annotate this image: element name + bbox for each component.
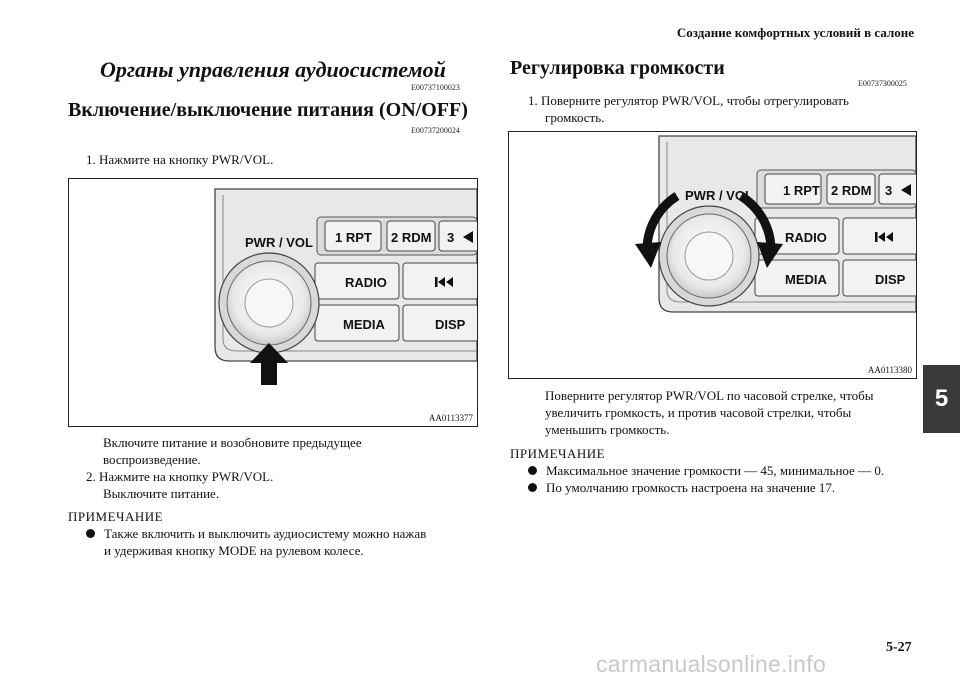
figure-power-button: 1 RPT 2 RDM 3 PWR / VOL RADIO MEDIA DISP… xyxy=(68,178,478,427)
media-button: MEDIA xyxy=(343,317,386,332)
preset-2-rdm-button: 2 RDM xyxy=(391,230,431,245)
section-title-volume: Регулировка громкости xyxy=(510,57,725,79)
volume-step-1-line-1: 1. Поверните регулятор PWR/VOL, чтобы от… xyxy=(528,93,849,108)
step-1: 1. Нажмите на кнопку PWR/VOL. xyxy=(86,152,274,167)
radio-panel-volume-illustration: 1 RPT 2 RDM 3 PWR / VOL RADIO MEDIA DISP xyxy=(635,135,916,313)
watermark: carmanualsonline.info xyxy=(596,651,827,677)
subsection-title-power: Включение/выключение питания (ON/OFF) xyxy=(68,99,468,121)
note-item-max-volume: Максимальное значение громкости — 45, ми… xyxy=(528,462,884,479)
figure-id: AA0113377 xyxy=(428,413,473,423)
chapter-tab: 5 xyxy=(923,365,960,433)
page-number: 5-27 xyxy=(886,640,912,655)
media-button: MEDIA xyxy=(785,272,828,287)
bullet-icon xyxy=(528,466,537,475)
preset-1-rpt-button: 1 RPT xyxy=(335,230,372,245)
note-title: ПРИМЕЧАНИЕ xyxy=(510,446,606,461)
note-line: По умолчанию громкость настроена на знач… xyxy=(546,480,836,495)
rotate-clockwise-arrow-icon xyxy=(738,192,783,268)
section-code: E00737300025 xyxy=(858,79,907,88)
radio-panel-illustration: 1 RPT 2 RDM 3 PWR / VOL RADIO MEDIA DISP xyxy=(214,188,477,385)
bullet-icon xyxy=(528,483,537,492)
skip-back-icon xyxy=(435,277,453,287)
preset-2-rdm-button: 2 RDM xyxy=(831,183,871,198)
radio-button: RADIO xyxy=(785,230,827,245)
triangle-left-icon xyxy=(463,231,473,243)
disp-button: DISP xyxy=(875,272,906,287)
volume-result-line-1: Поверните регулятор PWR/VOL по часовой с… xyxy=(545,388,874,403)
section-title-audio-controls: Органы управления аудиосистемой xyxy=(100,57,446,82)
note-line-2: и удерживая кнопку MODE на рулевом колес… xyxy=(104,543,364,558)
volume-result-line-2: увеличить громкость, и против часовой ст… xyxy=(545,405,852,420)
pwr-vol-label: PWR / VOL xyxy=(685,188,753,203)
note-line-1: Также включить и выключить аудиосистему … xyxy=(104,526,427,541)
note-item-default-volume: По умолчанию громкость настроена на знач… xyxy=(528,479,835,496)
subsection-code: E00737200024 xyxy=(411,126,460,135)
disp-button: DISP xyxy=(435,317,466,332)
step-2: 2. Нажмите на кнопку PWR/VOL. xyxy=(86,469,274,484)
pwr-vol-label: PWR / VOL xyxy=(245,235,313,250)
figure-id: AA0113380 xyxy=(867,365,912,375)
figure-volume-knob: 1 RPT 2 RDM 3 PWR / VOL RADIO MEDIA DISP… xyxy=(508,131,917,379)
note-item: Также включить и выключить аудиосистему … xyxy=(86,525,426,559)
preset-3-button: 3 xyxy=(447,230,454,245)
running-header: Создание комфортных условий в салоне xyxy=(676,25,914,40)
step-2-result: Выключите питание. xyxy=(103,486,220,501)
bullet-icon xyxy=(86,529,95,538)
press-arrow-icon xyxy=(250,343,288,385)
section-code: E00737100023 xyxy=(411,83,460,92)
note-line: Максимальное значение громкости — 45, ми… xyxy=(546,463,885,478)
preset-3-button: 3 xyxy=(885,183,892,198)
volume-step-1-line-2: громкость. xyxy=(545,110,605,125)
note-title: ПРИМЕЧАНИЕ xyxy=(68,509,164,524)
radio-button: RADIO xyxy=(345,275,387,290)
volume-result-line-3: уменьшить громкость. xyxy=(545,422,670,437)
rotate-counterclockwise-arrow-icon xyxy=(635,192,680,268)
preset-1-rpt-button: 1 RPT xyxy=(783,183,820,198)
step-1-result-line-1: Включите питание и возобновите предыдуще… xyxy=(103,435,362,450)
step-1-result-line-2: воспроизведение. xyxy=(103,452,201,467)
triangle-left-icon xyxy=(901,184,911,196)
skip-back-icon xyxy=(875,232,893,242)
